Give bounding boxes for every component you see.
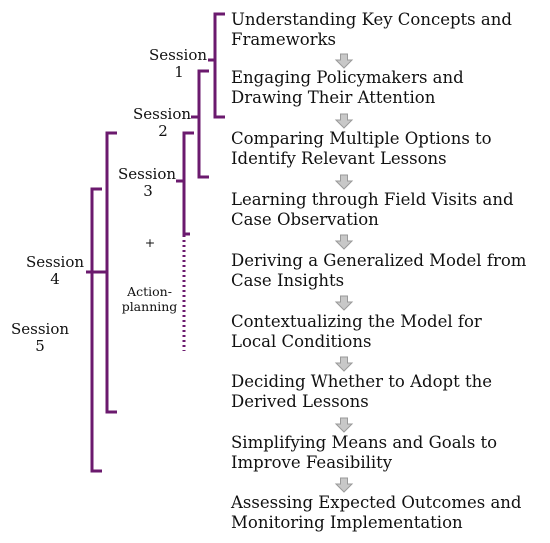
step-1-line-1: Understanding Key Concepts and [231, 10, 512, 29]
session-2-word: Session [132, 105, 192, 123]
plus-sign: + [144, 235, 156, 250]
down-arrow-icon-8 [334, 477, 354, 493]
down-arrow-icon-3 [334, 174, 354, 190]
session-5-label: Session 5 [5, 321, 75, 355]
session-1-label: Session 1 [143, 47, 213, 81]
step-2: Engaging Policymakers and Drawing Their … [231, 68, 546, 108]
session-2-number: 2 [158, 122, 168, 140]
session-1-bracket [208, 12, 225, 119]
down-arrow-icon-1 [334, 53, 354, 69]
action-planning-line-2: planning [121, 299, 178, 314]
session-5-number: 5 [35, 337, 45, 355]
session-3-bracket [176, 131, 194, 351]
session-3-label: Session 3 [112, 166, 182, 200]
step-6-line-2: Local Conditions [231, 332, 372, 351]
step-6-line-1: Contextualizing the Model for [231, 312, 482, 331]
step-5-line-2: Case Insights [231, 271, 345, 290]
session-3-word: Session [117, 165, 177, 183]
step-9: Assessing Expected Outcomes and Monitori… [231, 493, 546, 533]
step-8: Simplifying Means and Goals to Improve F… [231, 433, 546, 473]
session-1-number: 1 [174, 63, 184, 81]
step-3-line-2: Identify Relevant Lessons [231, 149, 447, 168]
session-4-word: Session [25, 253, 85, 271]
down-arrow-icon-7 [334, 417, 354, 433]
down-arrow-icon-6 [334, 356, 354, 372]
step-7: Deciding Whether to Adopt the Derived Le… [231, 372, 546, 412]
step-7-line-2: Derived Lessons [231, 392, 369, 411]
down-arrow-icon-4 [334, 234, 354, 250]
session-2-label: Session 2 [127, 106, 197, 140]
step-1: Understanding Key Concepts and Framework… [231, 10, 546, 50]
step-3: Comparing Multiple Options to Identify R… [231, 129, 546, 169]
step-4: Learning through Field Visits and Case O… [231, 190, 546, 230]
step-6: Contextualizing the Model for Local Cond… [231, 312, 546, 352]
step-8-line-1: Simplifying Means and Goals to [231, 433, 498, 452]
session-3-number: 3 [143, 182, 153, 200]
session-1-word: Session [148, 46, 208, 64]
step-9-line-2: Monitoring Implementation [231, 513, 463, 532]
down-arrow-icon-2 [334, 113, 354, 129]
step-4-line-1: Learning through Field Visits and [231, 190, 514, 209]
step-9-line-1: Assessing Expected Outcomes and [231, 493, 522, 512]
action-planning-line-1: Action- [127, 284, 172, 299]
step-1-line-2: Frameworks [231, 30, 336, 49]
step-2-line-1: Engaging Policymakers and [231, 68, 464, 87]
action-planning-label: Action- planning [112, 284, 187, 314]
step-4-line-2: Case Observation [231, 210, 379, 229]
step-3-line-1: Comparing Multiple Options to [231, 129, 492, 148]
session-5-word: Session [10, 320, 70, 338]
step-2-line-2: Drawing Their Attention [231, 88, 436, 107]
step-5-line-1: Deriving a Generalized Model from [231, 251, 527, 270]
session-2-bracket [191, 69, 209, 179]
down-arrow-icon-5 [334, 295, 354, 311]
step-7-line-1: Deciding Whether to Adopt the [231, 372, 492, 391]
session-4-label: Session 4 [20, 254, 90, 288]
step-8-line-2: Improve Feasibility [231, 453, 393, 472]
flow-arrows [334, 53, 354, 493]
session-4-bracket [86, 131, 117, 414]
step-5: Deriving a Generalized Model from Case I… [231, 251, 546, 291]
session-5-bracket [86, 187, 102, 473]
session-4-number: 4 [50, 270, 60, 288]
session-brackets [86, 12, 225, 473]
